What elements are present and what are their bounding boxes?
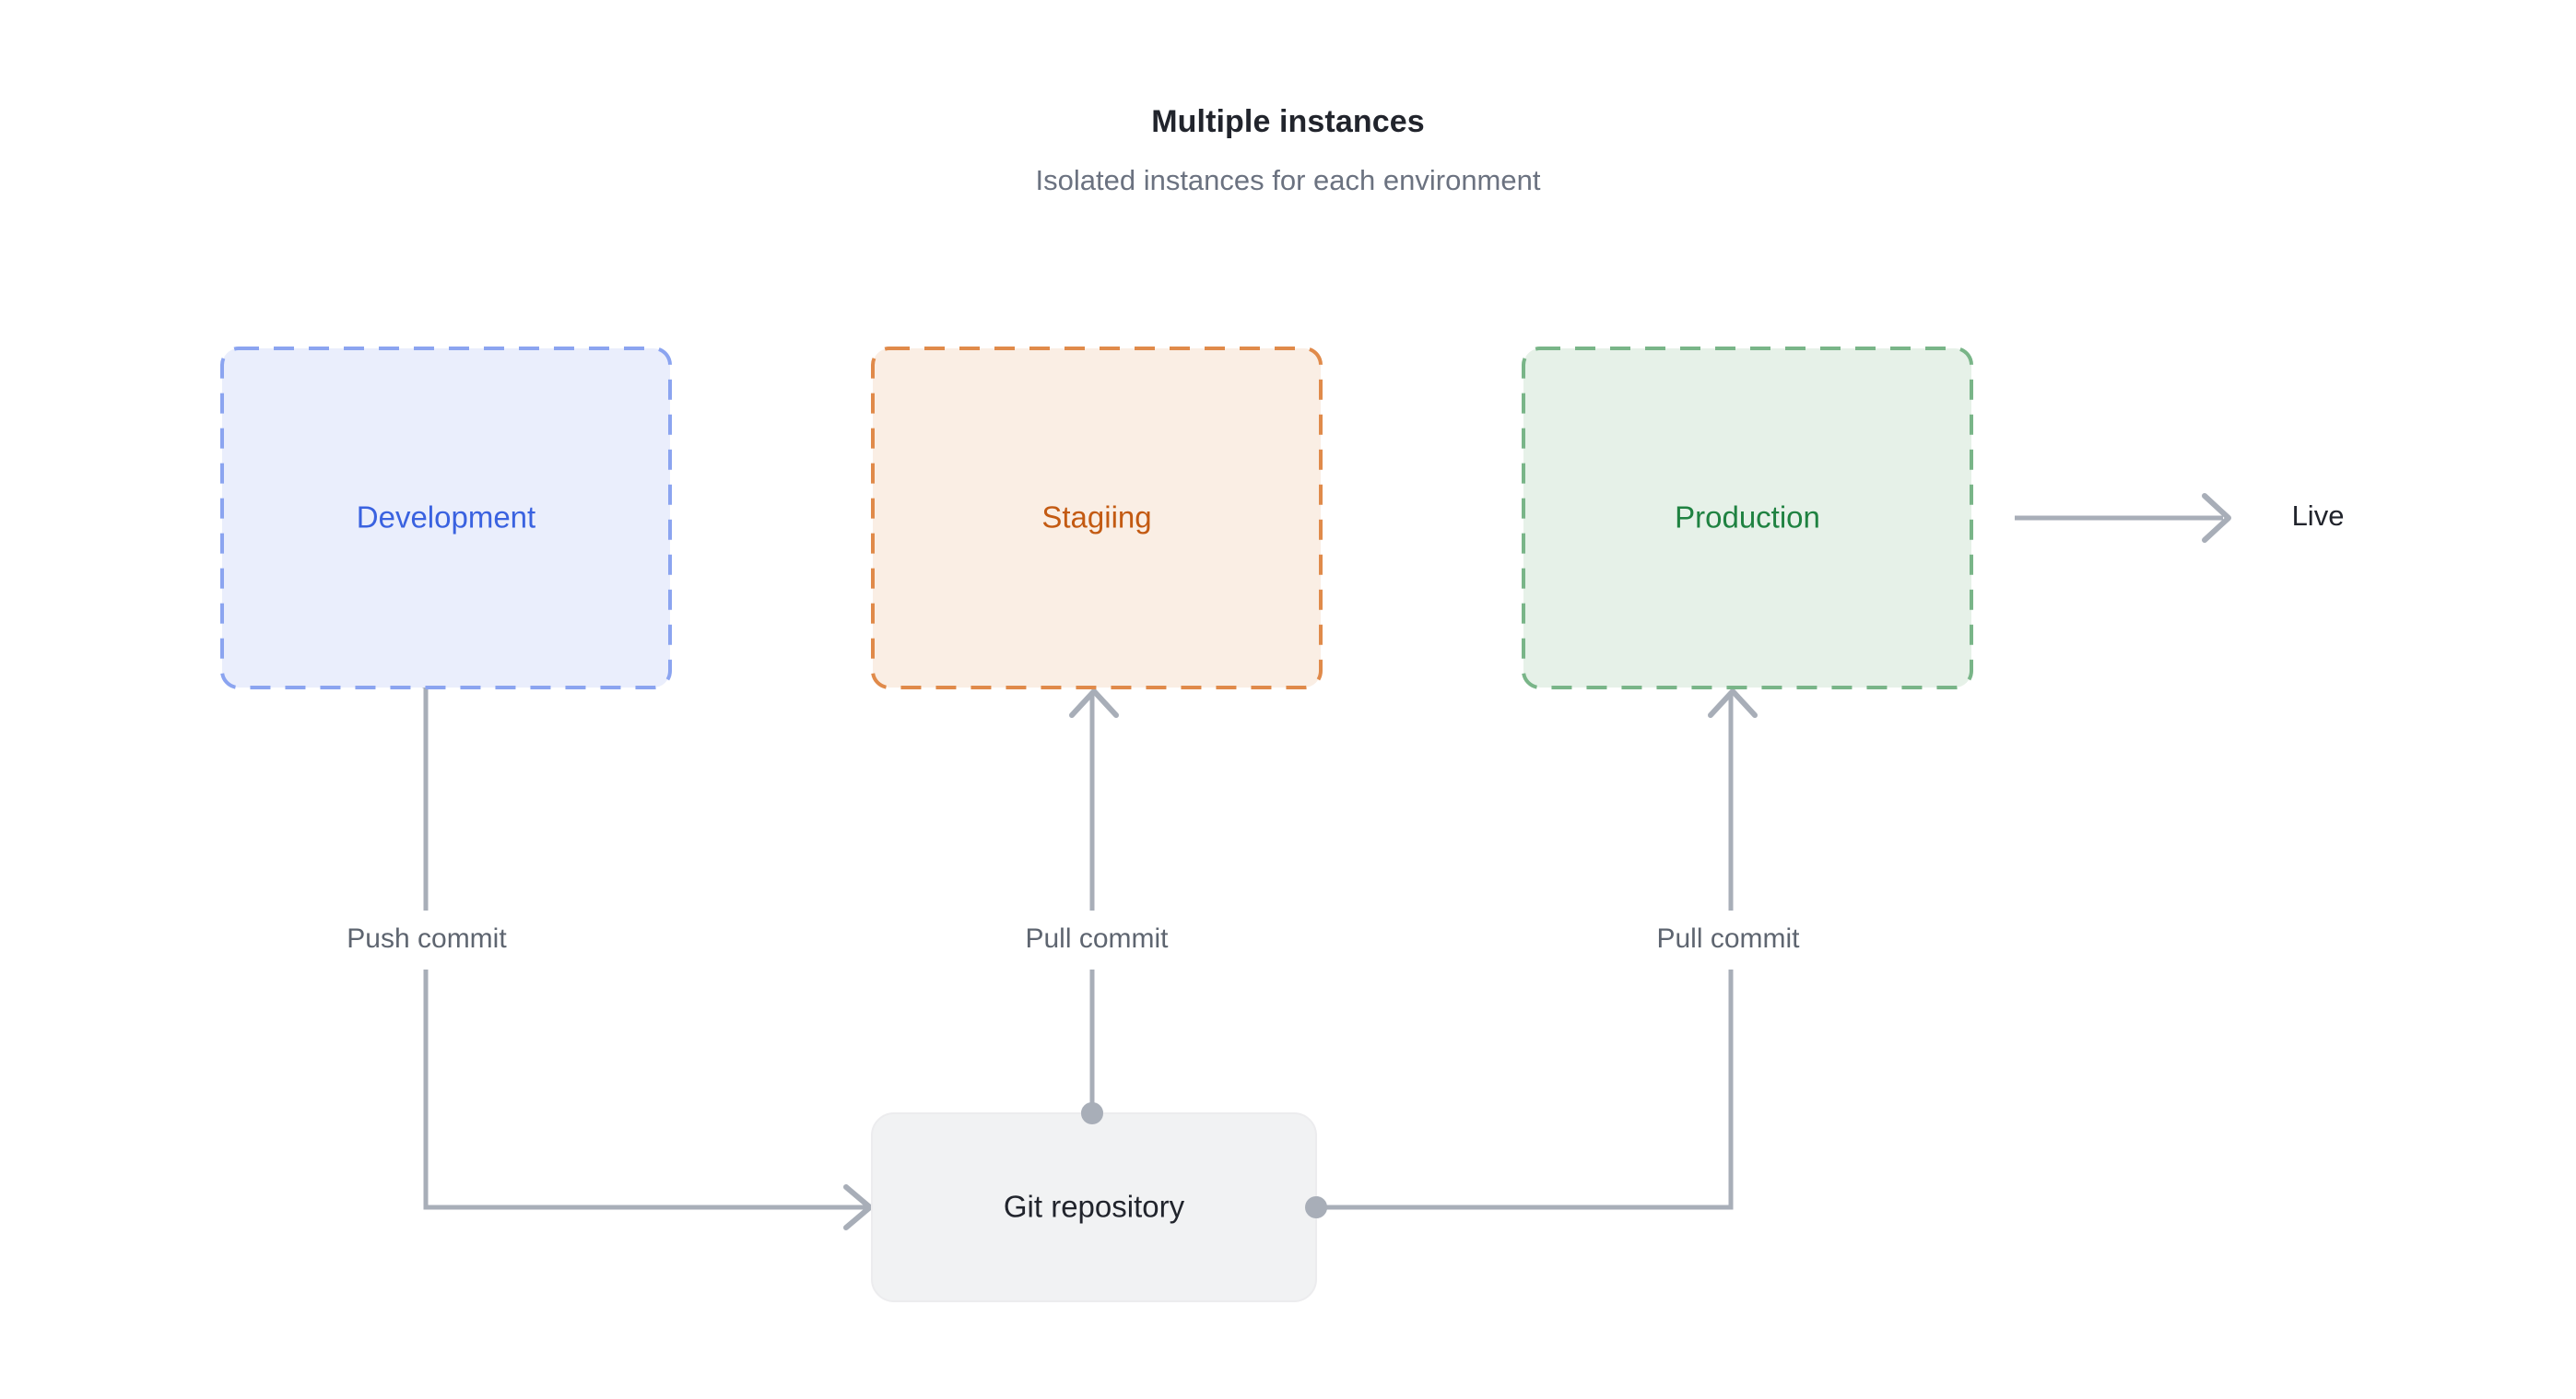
development-box[interactable] bbox=[220, 347, 672, 689]
production-label: Production bbox=[1675, 500, 1820, 535]
edge-pull-commit-production bbox=[1305, 688, 1758, 1218]
node-staging[interactable]: Stagiing bbox=[871, 347, 1323, 689]
push-commit-line-lower bbox=[423, 970, 866, 1210]
page-title: Multiple instances bbox=[1151, 104, 1425, 139]
node-git-repository[interactable]: Git repository bbox=[871, 1112, 1317, 1302]
edge-pull-commit-staging bbox=[1069, 688, 1119, 1124]
pull-commit-production-arrowhead bbox=[1708, 688, 1758, 718]
production-box[interactable] bbox=[1522, 347, 1973, 689]
node-development[interactable]: Development bbox=[220, 347, 672, 689]
git-repository-label: Git repository bbox=[1004, 1190, 1185, 1224]
edge-production-live bbox=[2015, 493, 2231, 543]
pull-commit-staging-arrowhead bbox=[1069, 688, 1119, 718]
pull-commit-production-line-lower bbox=[1316, 970, 1734, 1210]
pull-commit-staging-label: Pull commit bbox=[1025, 923, 1169, 954]
push-commit-arrowhead bbox=[843, 1184, 873, 1230]
git-repository-top-port[interactable] bbox=[1081, 1102, 1103, 1124]
pull-commit-production-label: Pull commit bbox=[1656, 923, 1800, 954]
diagram-header: Multiple instances Isolated instances fo… bbox=[0, 0, 2576, 197]
staging-box[interactable] bbox=[871, 347, 1323, 689]
push-commit-label: Push commit bbox=[347, 923, 507, 954]
live-arrowhead bbox=[2202, 493, 2231, 543]
page-subtitle: Isolated instances for each environment bbox=[1035, 163, 1541, 196]
live-label: Live bbox=[2292, 500, 2345, 532]
staging-label: Stagiing bbox=[1041, 500, 1151, 535]
node-production[interactable]: Production bbox=[1522, 347, 1973, 689]
development-label: Development bbox=[357, 500, 535, 535]
git-repository-right-port[interactable] bbox=[1305, 1196, 1327, 1218]
